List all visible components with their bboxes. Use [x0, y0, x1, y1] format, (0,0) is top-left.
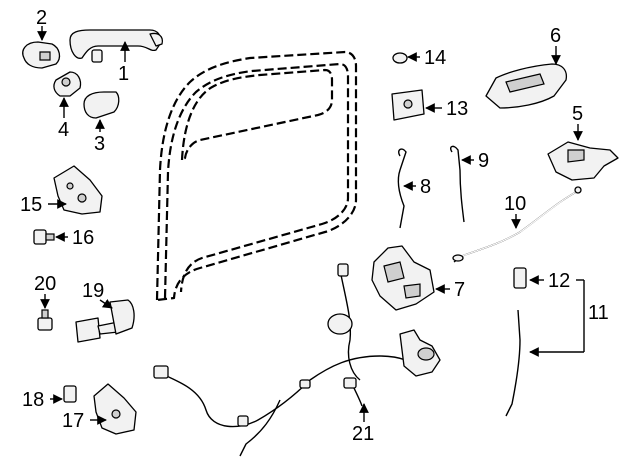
callout-19: 19 — [82, 280, 104, 302]
part-1-outside-handle — [69, 29, 164, 63]
callout-labels: 1 2 3 4 5 6 7 8 9 10 11 12 13 14 15 16 1… — [20, 7, 609, 445]
part-21-wiring-harness — [153, 263, 441, 457]
callout-6: 6 — [550, 25, 561, 47]
callout-17: 17 — [62, 410, 84, 432]
callout-10: 10 — [504, 193, 526, 215]
callout-8: 8 — [420, 176, 431, 198]
part-5-latch-bracket — [547, 124, 619, 181]
callout-16: 16 — [72, 227, 94, 249]
part-10-release-cable — [452, 186, 582, 263]
callout-2: 2 — [36, 7, 47, 29]
part-16-bolt — [33, 229, 68, 245]
callout-9: 9 — [478, 150, 489, 172]
part-7-door-latch — [371, 245, 450, 311]
callout-3: 3 — [94, 133, 105, 155]
part-15-hinge — [48, 165, 103, 215]
callout-5: 5 — [572, 103, 583, 125]
callout-4: 4 — [58, 119, 69, 141]
callout-7: 7 — [454, 279, 465, 301]
callout-15: 15 — [20, 194, 42, 216]
part-11-lock-rod — [505, 279, 585, 417]
callout-18: 18 — [22, 389, 44, 411]
callout-20: 20 — [34, 273, 56, 295]
part-20-bolt — [37, 294, 53, 331]
callout-1: 1 — [118, 63, 129, 85]
part-4-lock-cylinder — [53, 71, 82, 118]
part-17-hinge — [90, 383, 137, 435]
callout-13: 13 — [446, 98, 468, 120]
part-8-lock-rod — [397, 148, 416, 229]
part-19-door-check — [75, 299, 135, 343]
callout-11: 11 — [588, 302, 609, 324]
part-12-clip — [513, 267, 544, 289]
part-18-bolt — [50, 385, 77, 404]
part-14-screw — [392, 52, 420, 64]
part-6-inside-handle — [485, 46, 568, 109]
door-outline — [155, 50, 358, 302]
part-13-striker — [391, 89, 442, 121]
callout-12: 12 — [548, 270, 570, 292]
part-9-release-rod — [449, 145, 474, 223]
callout-21: 21 — [352, 423, 374, 445]
callout-14: 14 — [424, 47, 446, 69]
part-2-handle-cap — [22, 26, 61, 69]
part-3-handle-bezel — [83, 91, 120, 132]
